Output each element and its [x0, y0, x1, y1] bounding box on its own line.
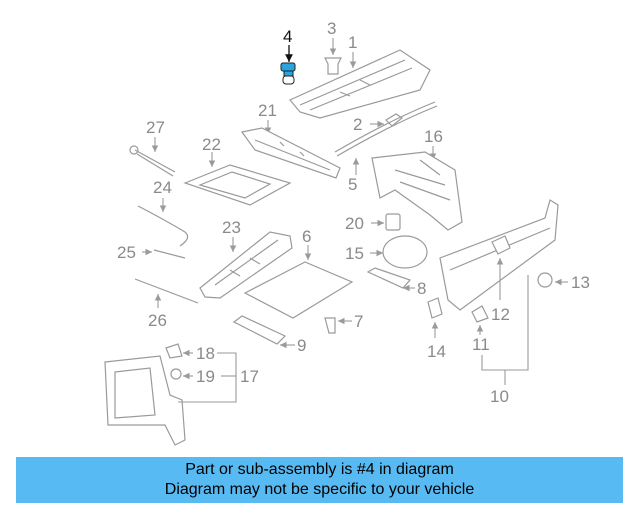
callout-21: 21 — [258, 101, 277, 120]
callout-13: 13 — [571, 273, 590, 292]
part-27-wrench — [129, 137, 176, 177]
callout-7: 7 — [354, 312, 363, 331]
part-17-panel — [104, 355, 186, 446]
part-22-tray — [183, 152, 292, 206]
callout-10: 10 — [490, 387, 509, 406]
part-13-plug — [537, 272, 568, 288]
part-19-clip — [170, 368, 193, 380]
callout-11: 11 — [472, 335, 490, 354]
part-6-mat — [243, 245, 354, 319]
banner-line-disclaimer: Diagram may not be specific to your vehi… — [164, 481, 475, 498]
part-7-bracket — [324, 317, 352, 334]
part-26-tool — [134, 278, 199, 308]
callout-4: 4 — [283, 27, 292, 46]
callout-2: 2 — [353, 115, 362, 134]
callout-1: 1 — [348, 33, 357, 52]
callout-14: 14 — [427, 342, 446, 361]
part-1-shelf — [289, 49, 431, 119]
callout-20: 20 — [345, 214, 364, 233]
callout-27: 27 — [146, 118, 165, 137]
part-16-panel — [371, 146, 463, 231]
callout-9: 9 — [297, 336, 306, 355]
part-14-grommet — [427, 297, 443, 338]
banner-line-part: Part or sub-assembly is #4 in diagram — [185, 461, 454, 478]
part-15-ring — [370, 235, 428, 269]
part-3-clip — [324, 38, 342, 75]
part-18-clip — [165, 343, 193, 359]
callout-23: 23 — [222, 218, 241, 237]
part-4-clip[interactable] — [280, 45, 296, 85]
callout-18: 18 — [196, 344, 215, 363]
callout-8: 8 — [417, 279, 426, 298]
part-23-jack — [199, 231, 293, 299]
info-banner: Part or sub-assembly is #4 in diagram Di… — [16, 457, 623, 503]
part-9-lamp — [232, 315, 295, 349]
callout-17: 17 — [240, 367, 259, 386]
callout-6: 6 — [302, 227, 311, 246]
callout-5: 5 — [348, 175, 357, 194]
part-11-clip — [471, 305, 489, 335]
part-5-strip — [334, 101, 438, 175]
callout-24: 24 — [153, 178, 172, 197]
callout-3: 3 — [327, 19, 336, 38]
callout-25: 25 — [117, 243, 136, 262]
part-20-clip — [371, 213, 401, 231]
callout-12: 12 — [491, 305, 510, 324]
part-25-pin — [142, 248, 186, 259]
callout-19: 19 — [196, 367, 215, 386]
part-12-clip — [491, 235, 511, 300]
part-17-leader — [178, 352, 237, 403]
part-21-trim — [240, 120, 341, 179]
parts-diagram: 4 3 1 2 5 21 16 27 — [104, 19, 590, 446]
part-10-leader — [481, 275, 529, 385]
callout-15: 15 — [345, 244, 364, 263]
part-24-rod — [137, 198, 189, 247]
callout-22: 22 — [202, 135, 221, 154]
callout-16: 16 — [424, 127, 443, 146]
part-8-cover — [366, 267, 415, 292]
callout-26: 26 — [148, 311, 167, 330]
